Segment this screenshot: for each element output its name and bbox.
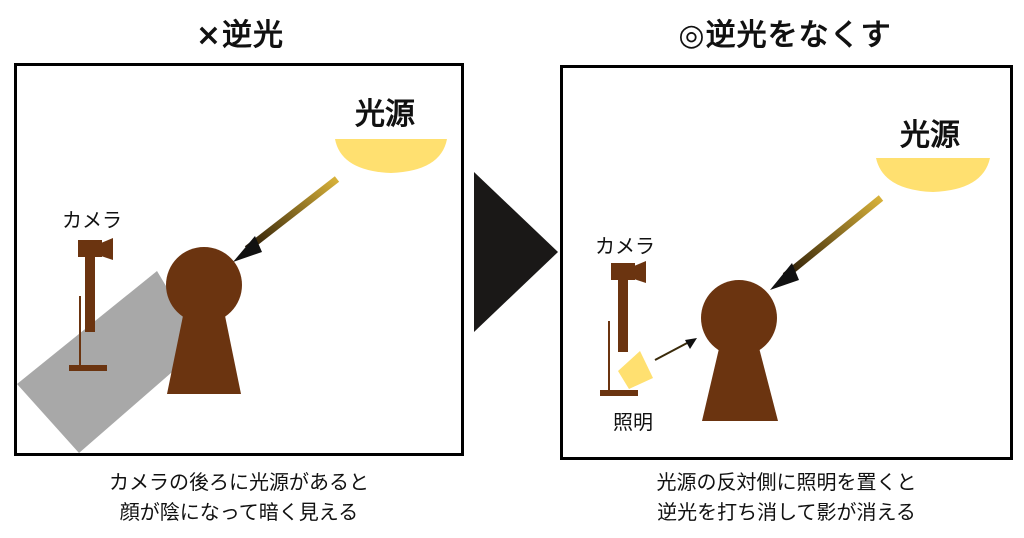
- camera-label: カメラ: [62, 208, 122, 232]
- light-source-label: 光源: [900, 118, 960, 153]
- right-caption: 光源の反対側に照明を置くと 逆光を打ち消して影が消える: [560, 467, 1013, 527]
- right-panel: 光源 カメラ 照明: [560, 65, 1013, 460]
- right-scene: [600, 158, 990, 421]
- arrow-head: [233, 236, 262, 262]
- light-direction-arrow: [782, 195, 884, 279]
- left-caption: カメラの後ろに光源があると 顔が陰になって暗く見える: [14, 467, 464, 527]
- shadow-area: [17, 271, 202, 453]
- right-heading: ◎逆光をなくす: [678, 18, 892, 53]
- fill-light-icon: [618, 338, 697, 389]
- person-silhouette: [166, 247, 242, 394]
- left-caption-line2: 顔が陰になって暗く見える: [119, 500, 359, 524]
- fill-light-label: 照明: [613, 410, 653, 434]
- person-silhouette: [701, 280, 778, 421]
- arrow-head: [770, 263, 799, 290]
- left-heading: ×逆光: [195, 18, 285, 53]
- camera-icon: [69, 238, 113, 371]
- camera-icon: [600, 261, 646, 396]
- camera-label: カメラ: [595, 234, 655, 258]
- light-source-lamp: [335, 139, 447, 173]
- transition-arrow-icon: [474, 172, 558, 332]
- right-caption-line2: 逆光を打ち消して影が消える: [657, 500, 916, 524]
- light-direction-arrow: [244, 176, 340, 252]
- left-panel: 光源 カメラ: [14, 63, 464, 456]
- light-source-lamp: [876, 158, 990, 192]
- light-source-label: 光源: [355, 97, 415, 132]
- left-scene: [17, 139, 447, 453]
- left-caption-line1: カメラの後ろに光源があると: [109, 470, 369, 494]
- right-caption-line1: 光源の反対側に照明を置くと: [656, 470, 917, 494]
